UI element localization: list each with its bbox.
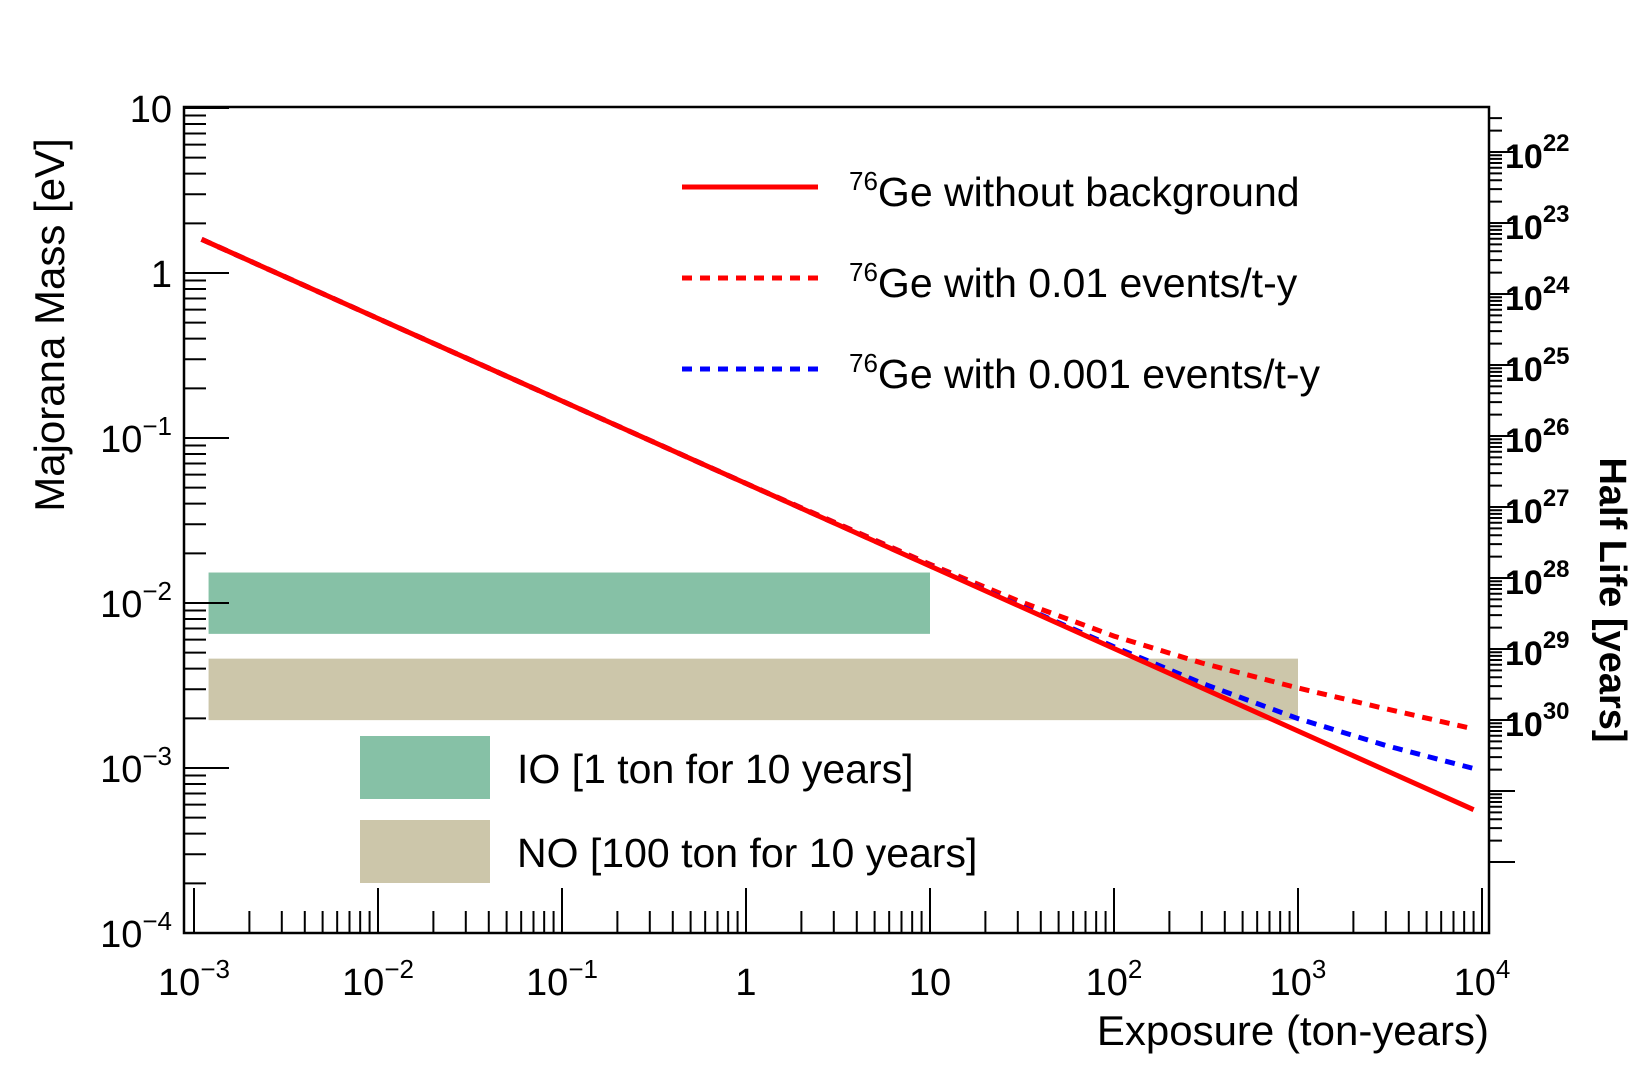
x-tick-label: 10 (909, 962, 951, 1004)
x-tick-label: 10−2 (342, 954, 414, 1004)
y2-tick-label: 1027 (1505, 485, 1570, 531)
y2-tick-label: 1025 (1505, 343, 1570, 389)
y2-tick-label: 1030 (1505, 698, 1570, 744)
y-axis-title: Majorana Mass [eV] (26, 138, 73, 512)
legend-label-no: NO [100 ton for 10 years] (517, 830, 977, 876)
legend-swatch-no (360, 820, 490, 883)
bands (208, 572, 1299, 721)
x-axis-title: Exposure (ton-years) (1097, 1007, 1489, 1054)
y-tick-label: 10 (130, 89, 172, 131)
x-tick-label: 103 (1270, 954, 1327, 1004)
legend-label-io: IO [1 ton for 10 years] (517, 746, 914, 792)
y2-tick-label: 1028 (1505, 556, 1570, 602)
legend: 76Ge without background 76Ge with 0.01 e… (360, 166, 1321, 883)
y2-tick-label: 1022 (1505, 130, 1570, 176)
x-tick-label: 104 (1454, 954, 1511, 1004)
series-line-1 (200, 237, 1475, 732)
y-tick-label: 10−3 (100, 741, 172, 791)
plot-frame (182, 105, 1491, 935)
series-lines (200, 237, 1475, 812)
y2-tick-label: 1023 (1505, 201, 1570, 247)
band-0 (208, 572, 931, 634)
x-tick-label: 1 (735, 962, 756, 1004)
y2-tick-label: 1024 (1505, 272, 1570, 318)
x-tick-label: 10−1 (526, 954, 598, 1004)
legend-label-2: 76Ge with 0.001 events/t-y (849, 348, 1321, 397)
x-tick-label: 102 (1086, 954, 1143, 1004)
legend-label-0: 76Ge without background (849, 166, 1300, 215)
y2-tick-label: 1026 (1505, 414, 1570, 460)
legend-label-1: 76Ge with 0.01 events/t-y (849, 257, 1298, 306)
y-tick-label: 10−2 (100, 576, 172, 626)
legend-swatch-io (360, 736, 490, 799)
y-tick-label: 10−4 (100, 906, 172, 956)
series-line-0 (200, 237, 1475, 812)
axis-ticks (184, 107, 1515, 934)
y-tick-label: 1 (151, 254, 172, 296)
y2-tick-label: 1029 (1505, 627, 1570, 673)
y-tick-label: 10−1 (100, 411, 172, 461)
y2-axis-title: Half Life [years] (1591, 457, 1633, 742)
x-tick-label: 10−3 (158, 954, 230, 1004)
band-1 (208, 658, 1299, 721)
